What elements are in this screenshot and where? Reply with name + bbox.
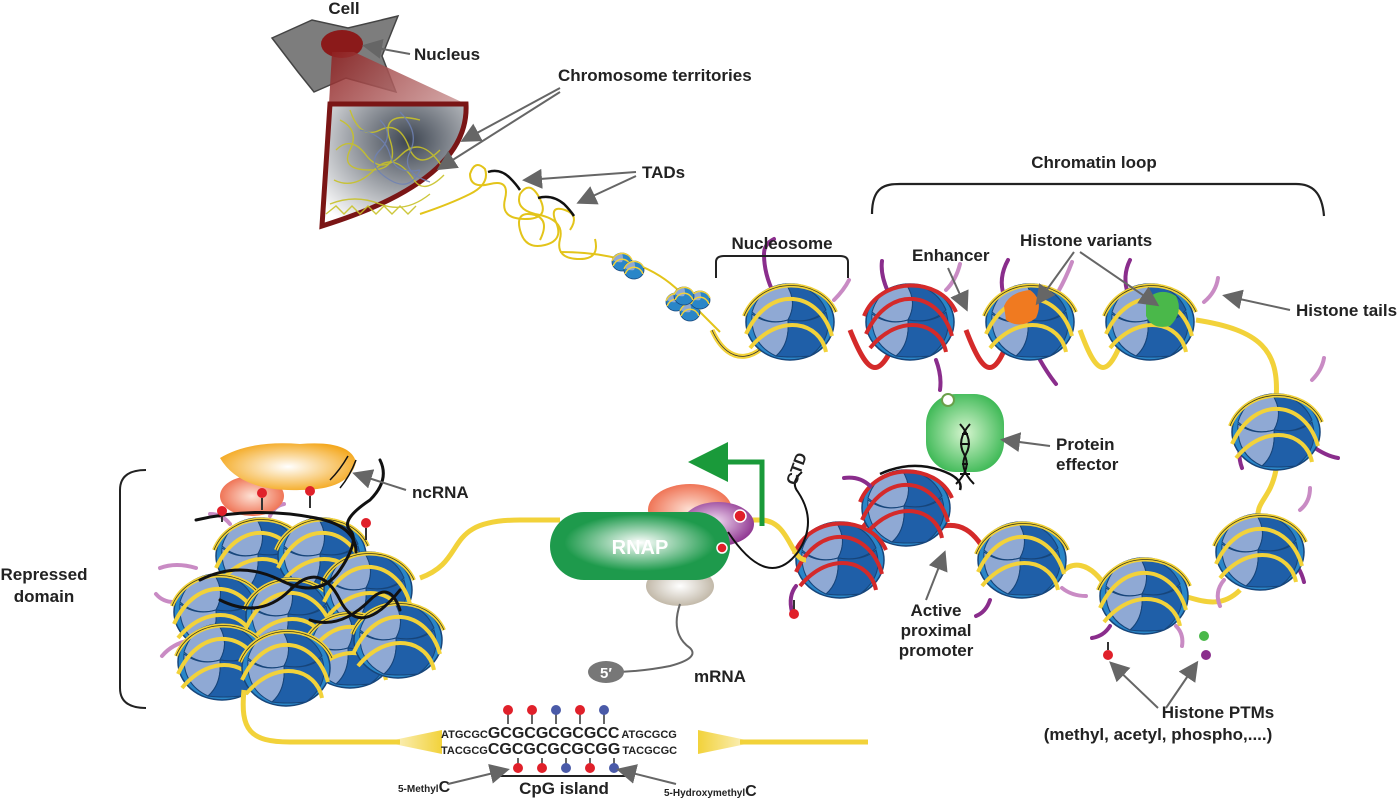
cell-illustration xyxy=(270,14,469,230)
active-promoter-label-3: promoter xyxy=(899,641,974,660)
repressed-ptm-marks xyxy=(217,486,371,540)
active-promoter-label-2: proximal xyxy=(901,621,972,640)
chromosome-territories-label: Chromosome territories xyxy=(558,66,752,85)
histone-tails-label: Histone tails xyxy=(1296,301,1397,320)
five-prime-cap xyxy=(588,661,624,683)
histone-ptms-label-2: (methyl, acetyl, phospho,....) xyxy=(1044,725,1273,744)
nucleosome-cluster-small xyxy=(611,252,711,322)
repressed-domain-bracket xyxy=(119,469,147,709)
cell-label: Cell xyxy=(328,0,359,18)
rnap-body xyxy=(550,512,730,580)
repressed-domain-label-1: Repressed xyxy=(1,565,88,584)
transcription-arrow xyxy=(722,459,765,526)
chromatin-fibers xyxy=(325,109,445,215)
rnap-label: RNAP xyxy=(612,537,669,559)
ncrna-label: ncRNA xyxy=(412,483,469,502)
histone-ptm-marks xyxy=(789,600,1211,660)
nucleosome-label: Nucleosome xyxy=(731,234,832,253)
mrna-strand xyxy=(609,603,694,673)
protein-effector-label-1: Protein xyxy=(1056,435,1115,454)
repressed-domain-label-2: domain xyxy=(14,587,74,606)
cpg-taper-right xyxy=(698,730,756,754)
histone-variants-label: Histone variants xyxy=(1020,231,1152,250)
nucleosome-lower-1 xyxy=(974,520,1070,600)
nucleosome-promoter-2 xyxy=(792,520,888,600)
chromatin-loop-bracket xyxy=(870,182,1326,217)
hydroxymethyl-c-label: 5-HydroxymethylC xyxy=(664,783,757,800)
nucleosome-right-1 xyxy=(1228,392,1324,472)
nucleosome-bracket xyxy=(715,255,849,278)
nucleosome-right-2 xyxy=(1212,512,1308,592)
tad-brackets xyxy=(487,169,576,217)
five-prime-label: 5′ xyxy=(600,665,612,682)
mrna-label: mRNA xyxy=(694,667,746,686)
cpg-taper-left xyxy=(384,730,442,754)
ncrna-strands xyxy=(194,458,402,624)
nucleus-shape xyxy=(321,30,363,58)
dna-bottom-left xyxy=(240,689,400,745)
histone-variant-orange xyxy=(1004,290,1039,325)
nucleosome-enhancer xyxy=(862,282,958,362)
dna-left-to-rnap xyxy=(419,517,560,581)
nucleus-label: Nucleus xyxy=(414,45,480,64)
chromosome-territory xyxy=(319,101,469,230)
effector-rna-helix xyxy=(955,423,975,485)
histone-ptms-label-1: Histone PTMs xyxy=(1162,703,1274,722)
repressed-nucleosome-cluster xyxy=(170,516,446,708)
nucleosome-1 xyxy=(742,282,838,362)
tads-label: TADs xyxy=(642,163,685,182)
chromatin-loop-label: Chromatin loop xyxy=(1031,153,1157,172)
active-promoter-label-1: Active xyxy=(910,601,961,620)
enhancer-label: Enhancer xyxy=(912,246,990,265)
ctd-label: CTD xyxy=(784,451,811,488)
repressor-protein-orange xyxy=(220,443,356,491)
cpg-island-label: CpG island xyxy=(519,779,609,798)
nucleosome-lower-2 xyxy=(1096,556,1192,636)
cpg-methyl-marks-top xyxy=(503,705,609,724)
protein-effector-label-2: effector xyxy=(1056,455,1119,474)
methyl-c-label: 5-MethylC xyxy=(398,779,451,796)
cpg-methyl-marks-bottom xyxy=(513,758,619,773)
ctd-tail xyxy=(727,471,809,569)
